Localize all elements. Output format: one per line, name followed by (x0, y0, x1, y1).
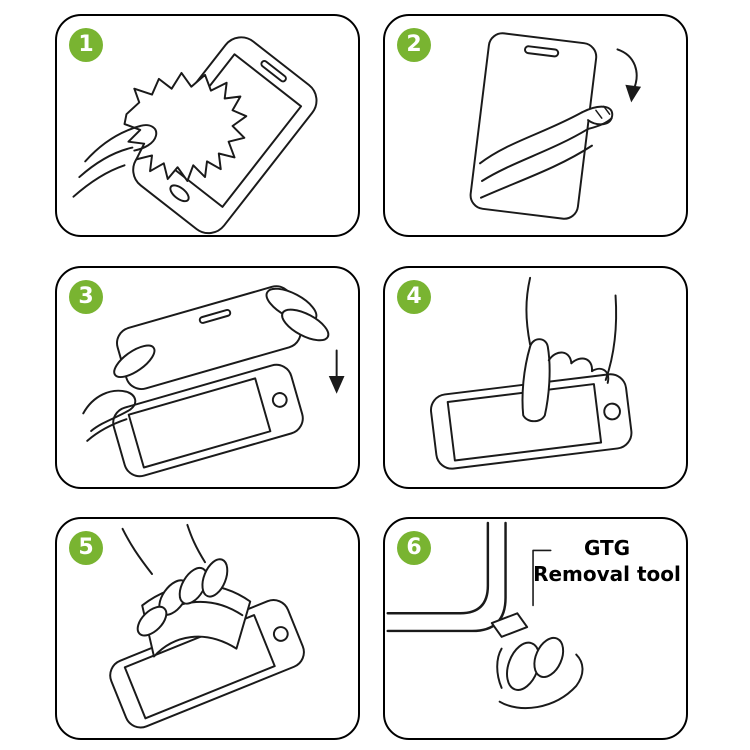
leader-line (532, 549, 552, 607)
step-panel-6: GTG Removal tool 6 (383, 517, 688, 740)
left-hand (82, 389, 137, 442)
curved-arrow (616, 48, 642, 103)
holding-hand (496, 636, 584, 709)
step-panel-4: 4 (383, 266, 688, 489)
smooth-film-illustration (109, 523, 305, 729)
holding-fingers (113, 287, 330, 379)
step-number-badge: 1 (69, 28, 103, 62)
step-panel-3: 3 (55, 266, 360, 489)
peel-film-illustration (469, 32, 642, 220)
peeling-film (479, 105, 614, 199)
smoothing-hand (121, 523, 229, 637)
hand (72, 124, 158, 198)
down-arrow (328, 349, 345, 394)
phone-outline (112, 363, 304, 478)
removal-tool (490, 612, 529, 638)
wipe-screen-illustration (72, 36, 318, 235)
step-number-badge: 5 (69, 531, 103, 565)
step-number-badge: 6 (397, 531, 431, 565)
protector-outline (469, 32, 598, 220)
align-glass-illustration (82, 285, 345, 478)
removal-tool-illustration (386, 521, 584, 709)
step-number-badge: 3 (69, 280, 103, 314)
removal-tool-label-line2: Removal tool (533, 562, 681, 586)
cleaning-cloth (123, 71, 248, 182)
step-panel-5: 5 (55, 517, 360, 740)
removal-tool-label: GTG Removal tool (527, 535, 687, 587)
step-number-badge: 2 (397, 28, 431, 62)
pressing-hand (521, 276, 618, 423)
press-center-illustration (430, 276, 633, 470)
step-number-badge: 4 (397, 280, 431, 314)
step-panel-1: 1 (55, 14, 360, 237)
removal-tool-label-line1: GTG (583, 536, 631, 560)
step-panel-2: 2 (383, 14, 688, 237)
